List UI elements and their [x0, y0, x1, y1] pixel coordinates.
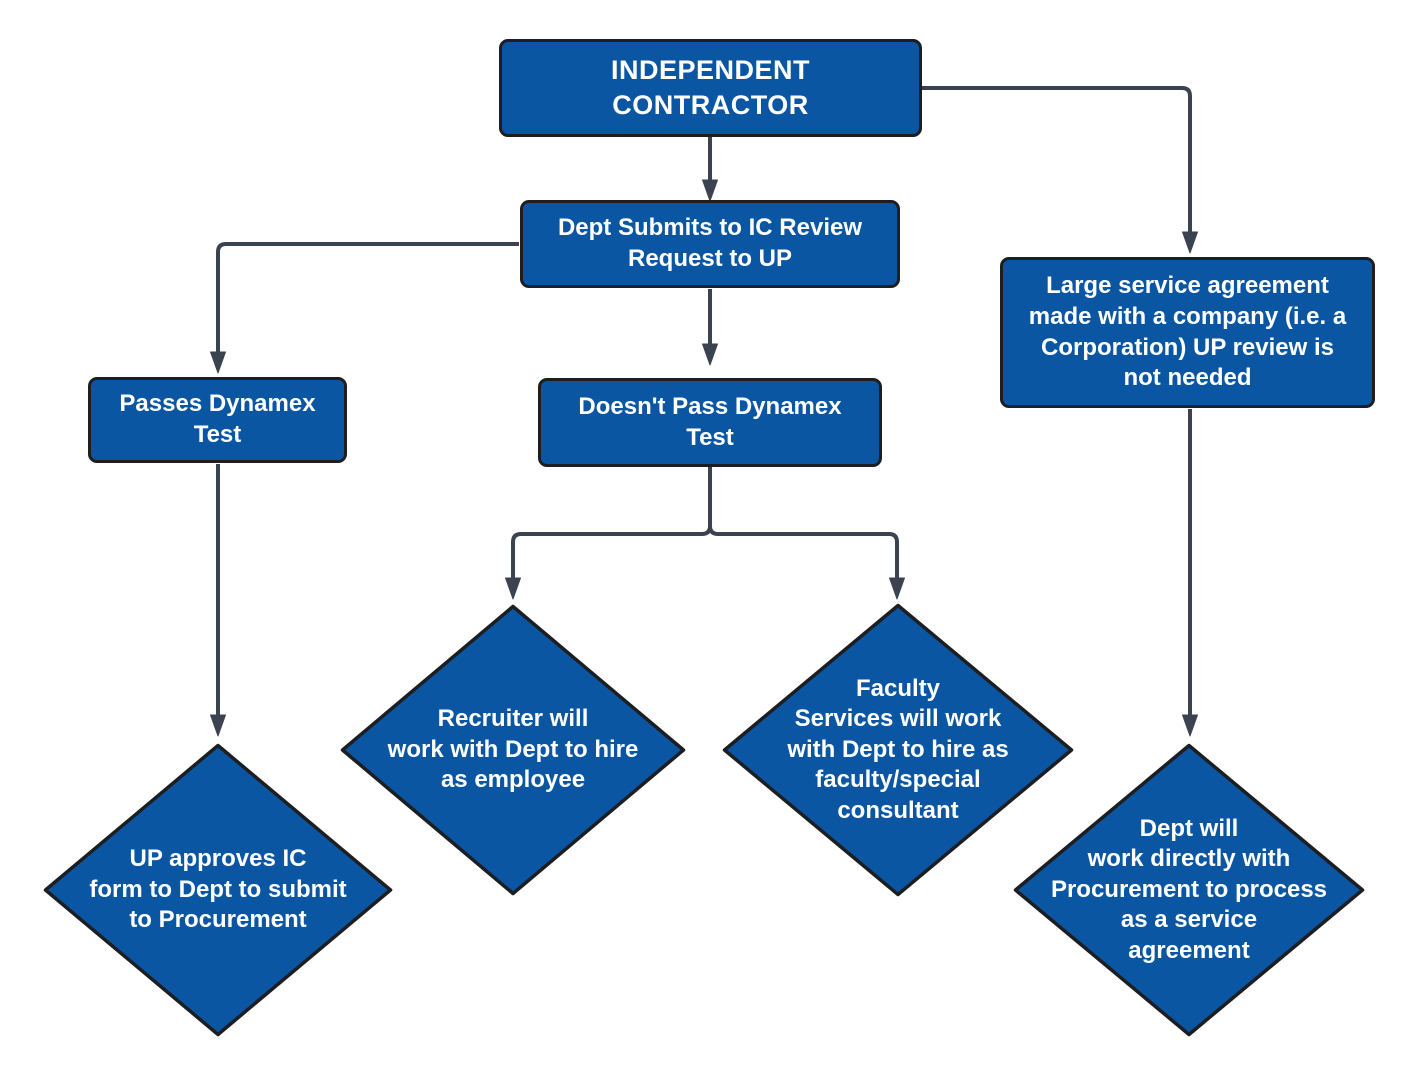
node-dept-procurement: Dept will work directly with Procurement… [1013, 743, 1365, 1037]
node-passes-dynamex: Passes Dynamex Test [88, 377, 347, 463]
arrowhead-icon [1182, 714, 1198, 737]
node-label: INDEPENDENT CONTRACTOR [610, 55, 811, 120]
arrowhead-icon [702, 179, 718, 202]
node-label: Faculty Services will work with Dept to … [787, 674, 1009, 824]
arrowhead-icon [702, 343, 718, 366]
diamond-shape [340, 604, 686, 896]
node-label: Passes Dynamex Test [119, 390, 316, 448]
node-label: Large service agreement made with a comp… [1028, 272, 1347, 392]
node-independent-contractor: INDEPENDENT CONTRACTOR [499, 39, 922, 137]
node-label: Dept Submits to IC Review Request to UP [557, 214, 863, 272]
diamond-shape [43, 743, 393, 1037]
arrowhead-icon [210, 351, 226, 374]
edge-dept-to-passes [216, 242, 519, 352]
edge-ic-to-large [921, 86, 1192, 232]
node-recruiter: Recruiter will work with Dept to hire as… [340, 604, 686, 896]
diamond-shape [1013, 743, 1365, 1037]
node-label: Recruiter will work with Dept to hire as… [387, 705, 639, 794]
node-dept-submits: Dept Submits to IC Review Request to UP [520, 200, 900, 288]
arrowhead-icon [505, 577, 521, 600]
arrowhead-icon [210, 714, 226, 737]
node-faculty-services: Faculty Services will work with Dept to … [722, 603, 1074, 897]
node-label: UP approves IC form to Dept to submit to… [89, 845, 347, 934]
node-doesnt-pass-dynamex: Doesn't Pass Dynamex Test [538, 378, 882, 467]
arrowhead-icon [1182, 231, 1198, 254]
node-label: Dept will work directly with Procurement… [1050, 814, 1328, 964]
node-up-approves: UP approves IC form to Dept to submit to… [43, 743, 393, 1037]
arrowhead-icon [889, 577, 905, 600]
node-large-service-agreement: Large service agreement made with a comp… [1000, 257, 1375, 408]
edge-doesnt-to-faculty [708, 467, 899, 578]
edge-doesnt-to-recruiter [511, 467, 712, 578]
diamond-shape [722, 603, 1074, 897]
node-label: Doesn't Pass Dynamex Test [578, 392, 842, 451]
